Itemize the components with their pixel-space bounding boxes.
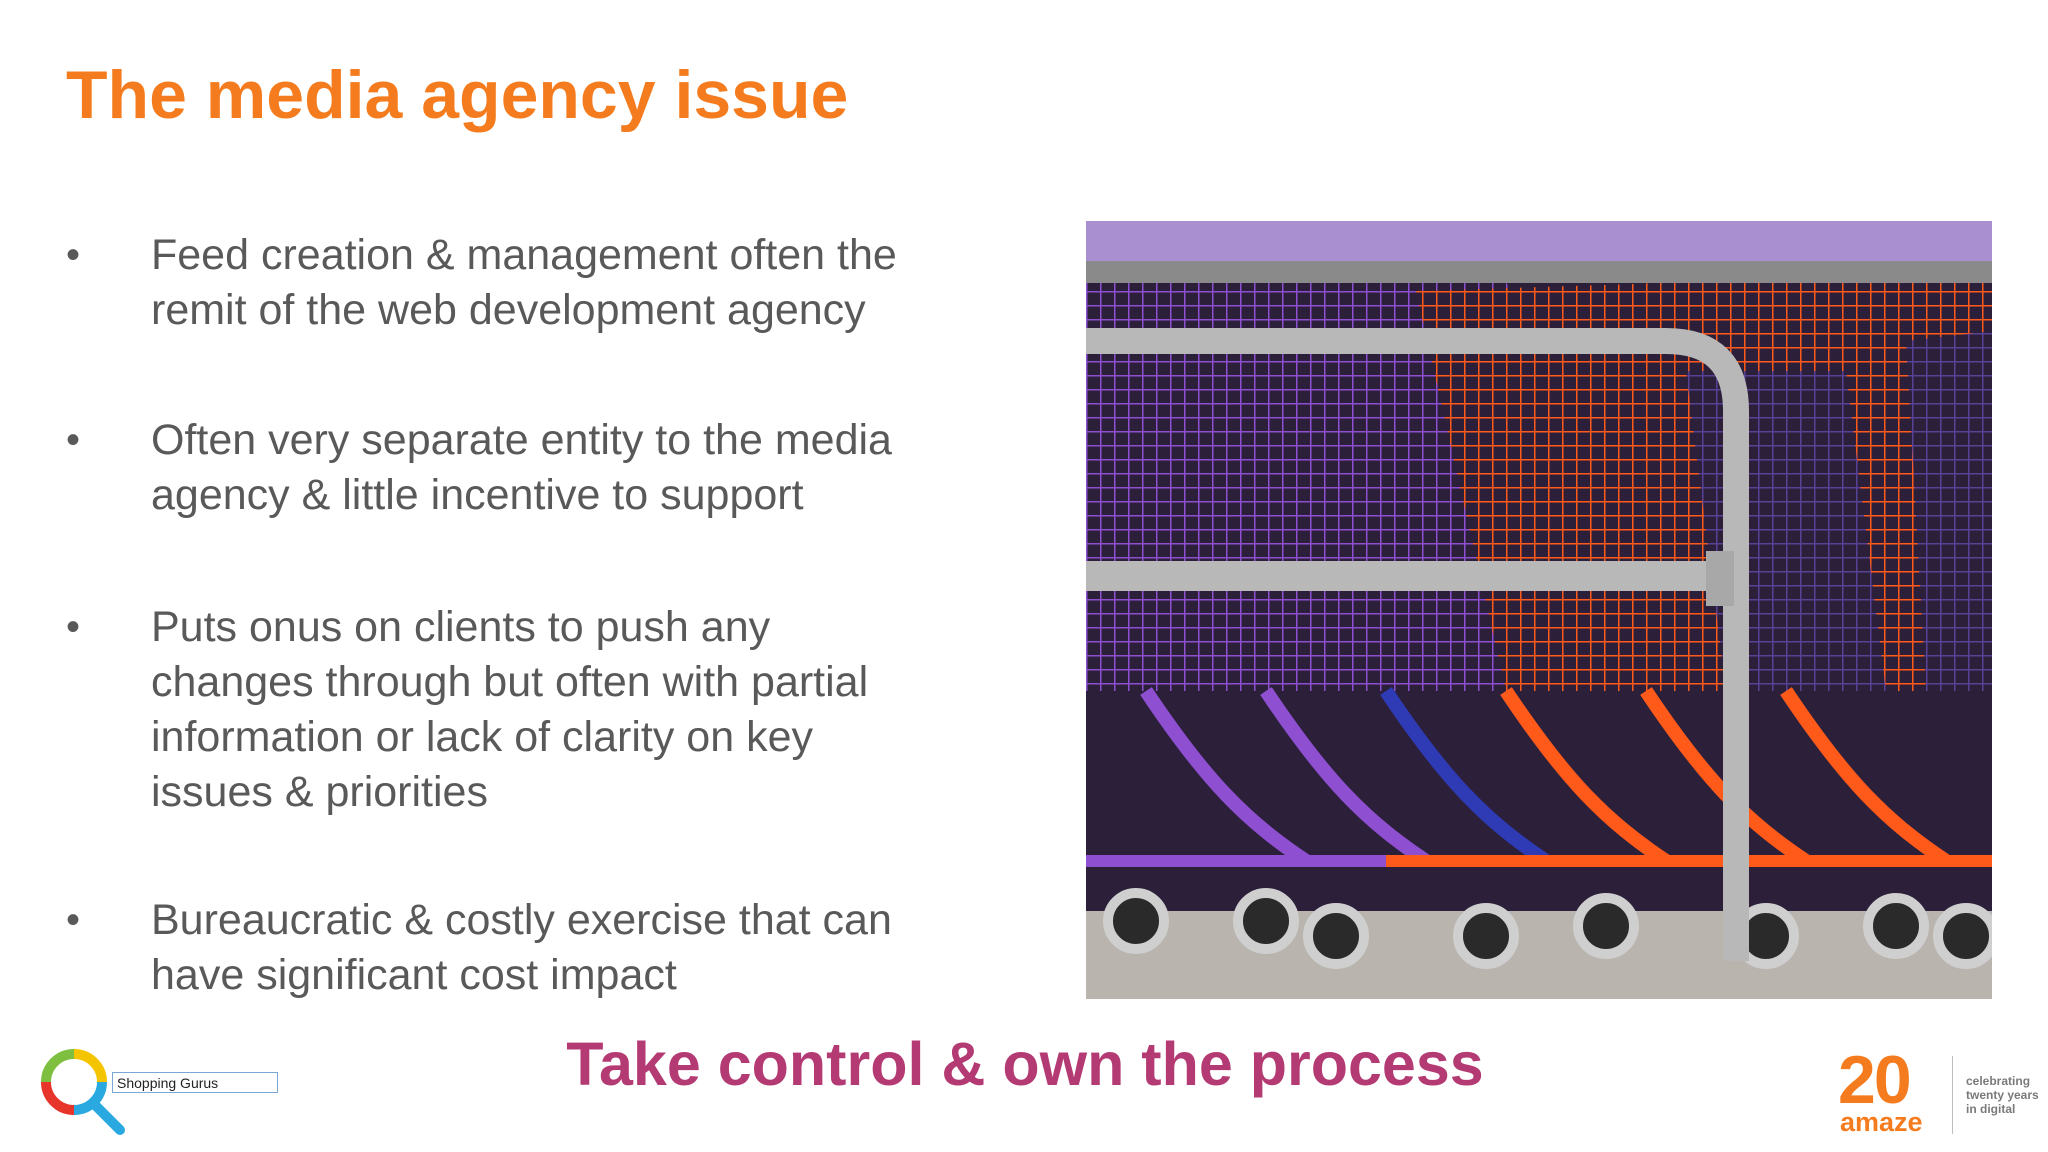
bullet-item: • Bureaucratic & costly exercise that ca… bbox=[66, 893, 892, 1003]
magnifier-logo-icon bbox=[41, 1049, 125, 1135]
logo-divider bbox=[1952, 1056, 1953, 1134]
bullet-text: Often very separate entity to the media … bbox=[151, 416, 892, 519]
bullet-marker: • bbox=[66, 605, 81, 649]
anniversary-number: 20 bbox=[1838, 1042, 1912, 1118]
shopping-gurus-logo: Shopping Gurus bbox=[36, 1044, 278, 1139]
bullet-item: • Feed creation & management often the r… bbox=[66, 228, 897, 338]
bullet-item: • Often very separate entity to the medi… bbox=[66, 413, 892, 523]
slide-title: The media agency issue bbox=[66, 57, 849, 133]
amaze-logo: 20 amaze celebrating twenty years in dig… bbox=[1838, 1042, 2048, 1140]
bullet-item: • Puts onus on clients to push any chang… bbox=[66, 600, 868, 820]
shopping-trolleys-photo bbox=[1086, 221, 1992, 999]
bullet-marker: • bbox=[66, 418, 81, 462]
call-to-action: Take control & own the process bbox=[566, 1030, 1484, 1098]
amaze-wordmark: amaze bbox=[1840, 1107, 1923, 1137]
bullet-text: Feed creation & management often the rem… bbox=[151, 231, 897, 334]
bullet-marker: • bbox=[66, 233, 81, 277]
bullet-text: Bureaucratic & costly exercise that can … bbox=[151, 896, 892, 999]
bullet-text: Puts onus on clients to push any changes… bbox=[151, 603, 869, 816]
bullet-marker: • bbox=[66, 898, 81, 942]
trolleys-illustration bbox=[1086, 221, 1992, 999]
brand-name: Shopping Gurus bbox=[112, 1072, 278, 1093]
logo-tagline: celebrating twenty years in digital bbox=[1966, 1074, 2039, 1116]
